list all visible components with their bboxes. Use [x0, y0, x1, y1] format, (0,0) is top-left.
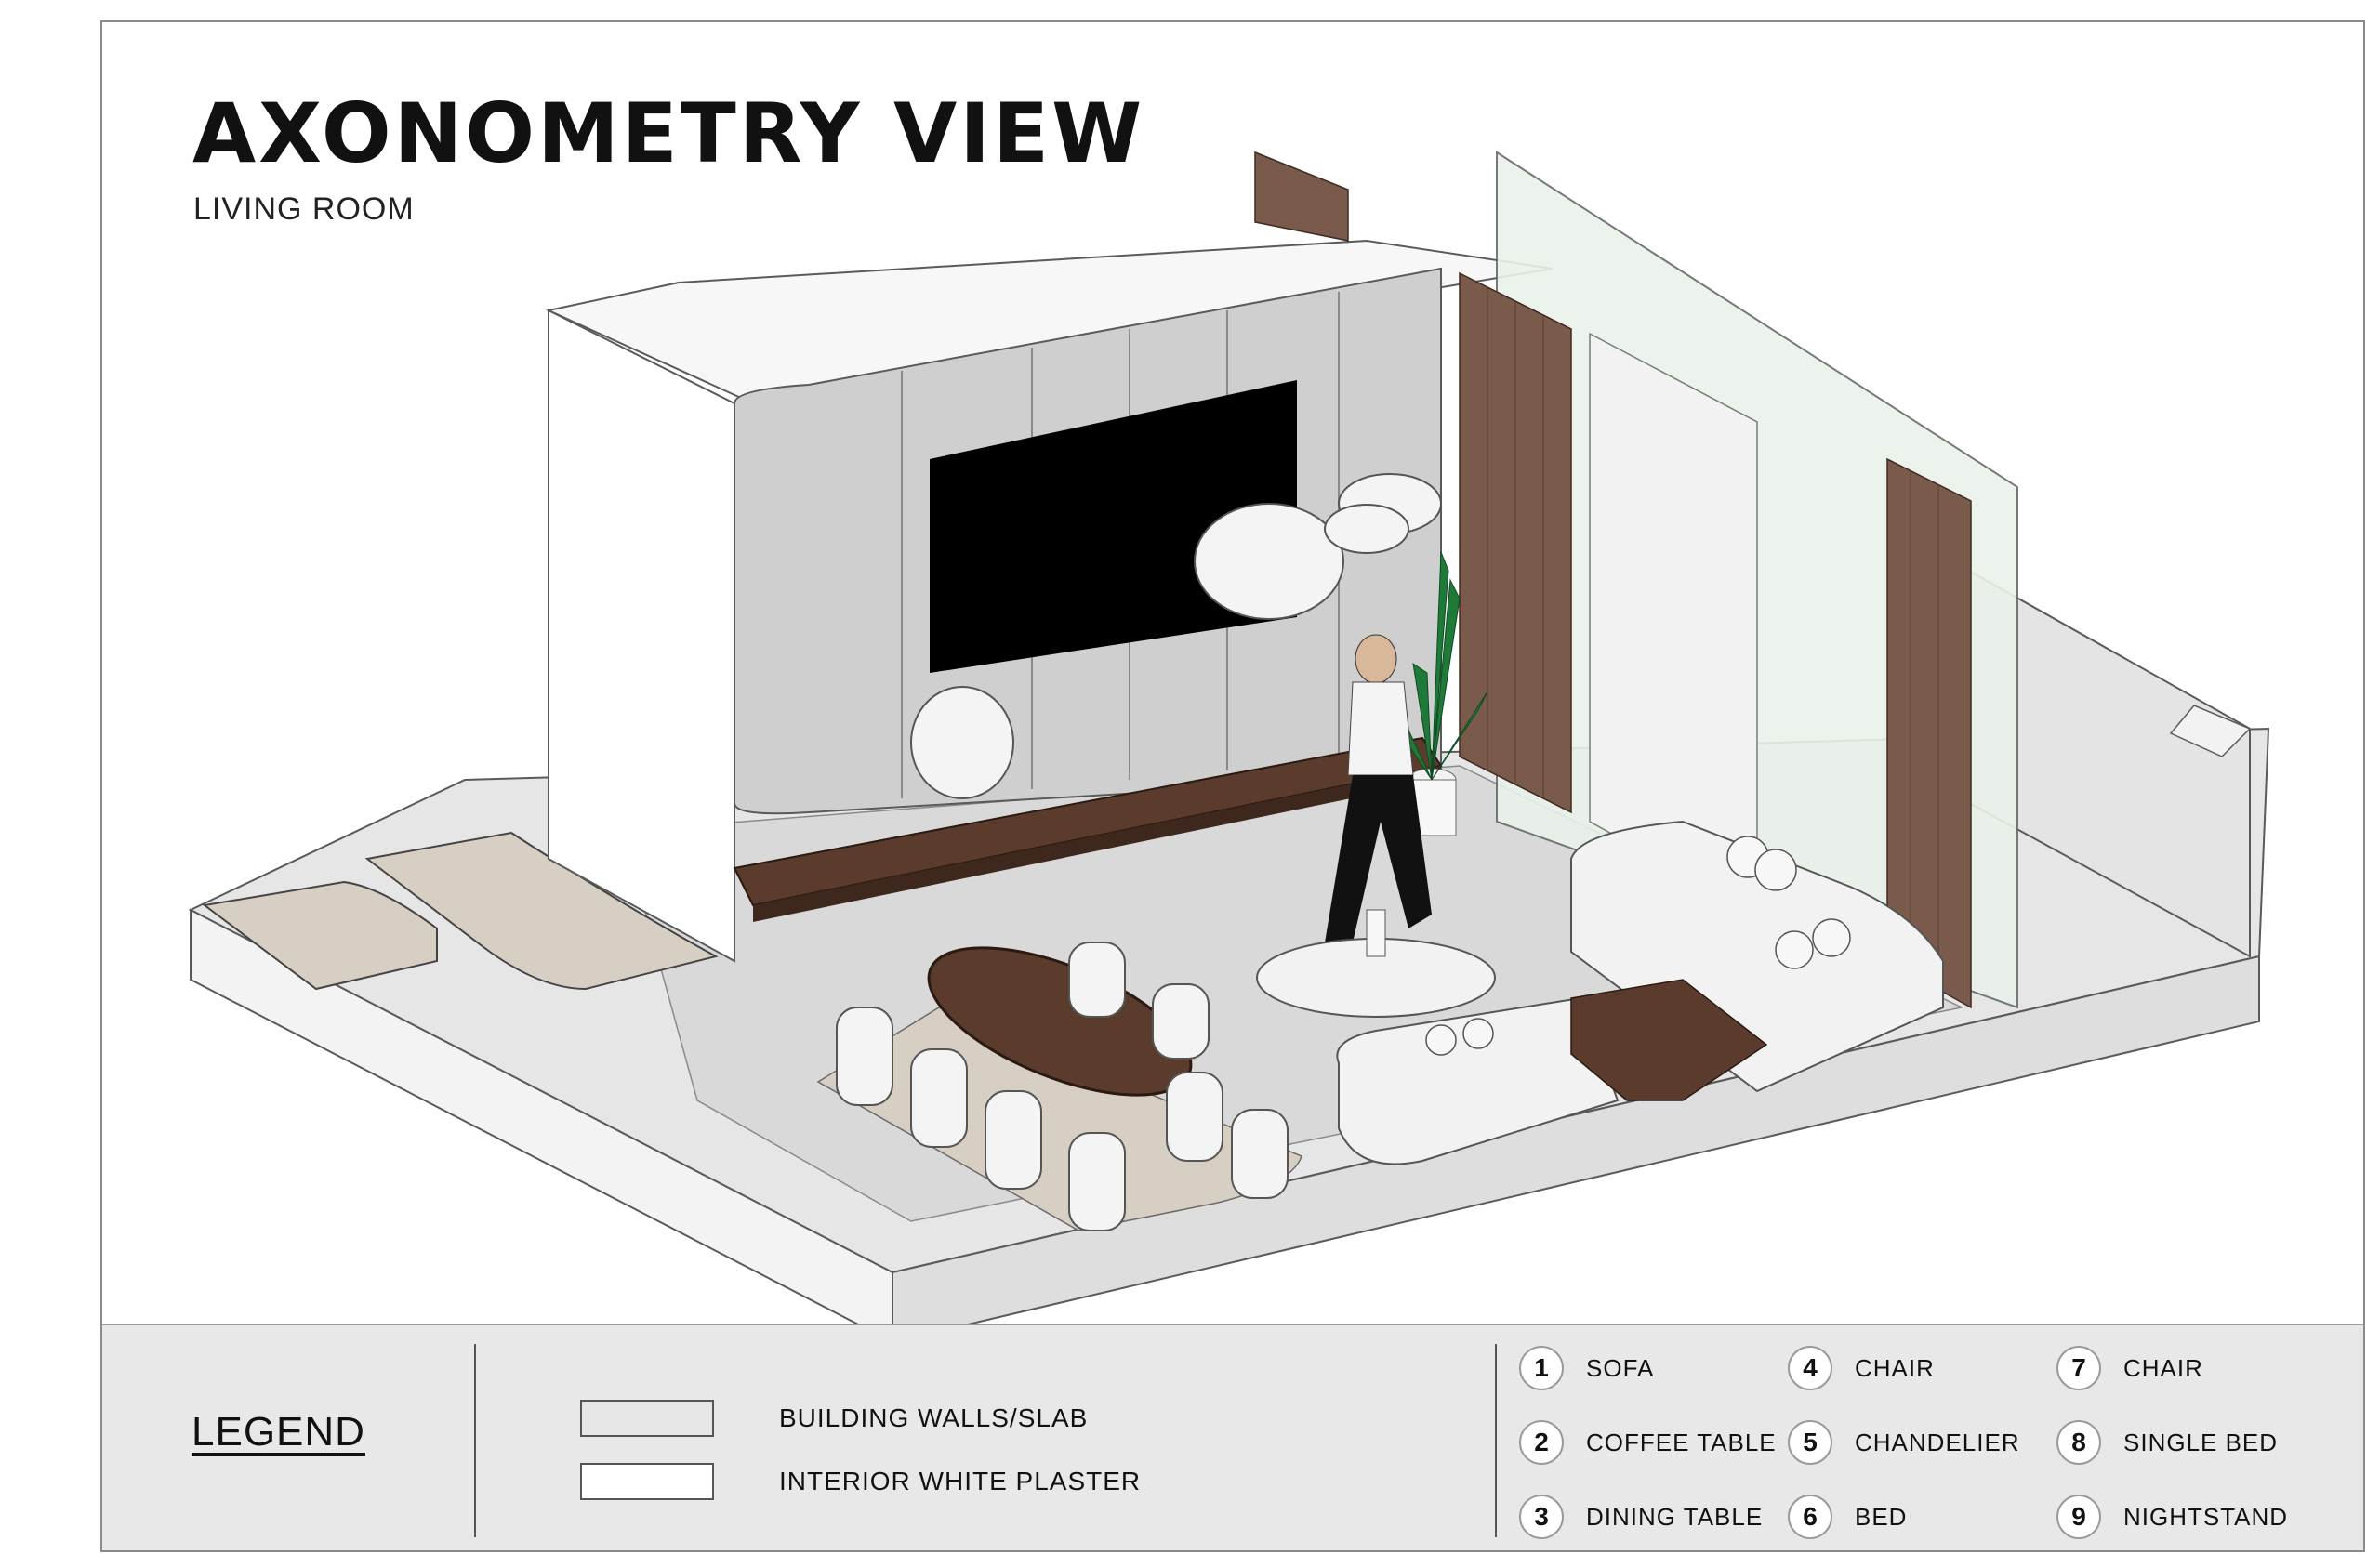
- legend-label-chandelier: CHANDELIER: [1855, 1428, 2020, 1456]
- legend-number-4: 4: [1788, 1346, 1832, 1390]
- legend-number-8: 8: [2056, 1420, 2101, 1465]
- legend-item-7: 7 CHAIR: [2056, 1344, 2203, 1392]
- pendant-medium-2: [1324, 504, 1409, 554]
- legend-number-9: 9: [2056, 1495, 2101, 1539]
- back-wall-side: [548, 309, 735, 963]
- page-subtitle: LIVING ROOM: [193, 191, 415, 227]
- dining-chairs: [836, 942, 1289, 1231]
- legend-item-6: 6 BED: [1788, 1493, 1907, 1541]
- legend-title: LEGEND: [192, 1409, 365, 1455]
- legend-divider-right: [1495, 1344, 1497, 1537]
- legend-label-chair-2: CHAIR: [2123, 1353, 2203, 1382]
- legend-panel: LEGEND BUILDING WALLS/SLAB INTERIOR WHIT…: [102, 1324, 2363, 1550]
- sofa-front: [1336, 996, 1620, 1166]
- sofa-cushions: [1425, 836, 1851, 1056]
- top-curtain: [1254, 151, 1349, 242]
- legend-item-8: 8 SINGLE BED: [2056, 1418, 2278, 1467]
- curtain-folds: [1487, 287, 1939, 989]
- television: [930, 380, 1297, 673]
- swatch-building-walls: [580, 1400, 714, 1437]
- legend-label-sofa: SOFA: [1586, 1353, 1655, 1382]
- person-figure: [1325, 634, 1432, 942]
- legend-label-dining-table: DINING TABLE: [1586, 1502, 1764, 1531]
- legend-divider-left: [474, 1344, 476, 1537]
- plant-leaves: [1384, 551, 1488, 781]
- wood-bench-front: [753, 766, 1441, 922]
- pendant-large: [1194, 503, 1344, 620]
- drawing-sheet: AXONOMETRY VIEW LIVING ROOM LEGEND BUILD…: [100, 20, 2365, 1552]
- legend-label-chair: CHAIR: [1855, 1353, 1935, 1382]
- legend-item-1: 1 SOFA: [1519, 1344, 1654, 1392]
- legend-label-single-bed: SINGLE BED: [2123, 1428, 2279, 1456]
- sofa-side-table: [1570, 979, 1768, 1101]
- legend-item-5: 5 CHANDELIER: [1788, 1418, 2020, 1467]
- legend-number-2: 2: [1519, 1420, 1564, 1465]
- legend-number-5: 5: [1788, 1420, 1832, 1465]
- legend-item-2: 2 COFFEE TABLE: [1519, 1418, 1777, 1467]
- legend-number-6: 6: [1788, 1495, 1832, 1539]
- axonometric-drawing: [188, 151, 2270, 1324]
- legend-item-4: 4 CHAIR: [1788, 1344, 1935, 1392]
- page-title: AXONOMETRY VIEW: [192, 86, 1145, 181]
- swatch-building-walls-label: BUILDING WALLS/SLAB: [779, 1403, 1089, 1432]
- legend-label-nightstand: NIGHTSTAND: [2123, 1502, 2289, 1531]
- swatch-white-plaster: [580, 1463, 714, 1500]
- sofa-back-right: [1570, 820, 1944, 1093]
- legend-label-bed: BED: [1855, 1502, 1908, 1531]
- legend-item-9: 9 NIGHTSTAND: [2056, 1493, 2288, 1541]
- right-side-wall-cap: [2169, 705, 2252, 757]
- coffee-table-vase: [1366, 909, 1386, 957]
- left-slab-panel-1: [202, 880, 438, 991]
- legend-number-1: 1: [1519, 1346, 1564, 1390]
- curtain-right: [1886, 457, 1972, 1009]
- legend-number-7: 7: [2056, 1346, 2101, 1390]
- swatch-white-plaster-label: INTERIOR WHITE PLASTER: [779, 1467, 1142, 1495]
- legend-label-coffee-table: COFFEE TABLE: [1586, 1428, 1777, 1456]
- legend-number-3: 3: [1519, 1495, 1564, 1539]
- legend-item-3: 3 DINING TABLE: [1519, 1493, 1763, 1541]
- floor-slab-front-left: [190, 908, 893, 1324]
- back-wall-top: [545, 239, 1554, 405]
- pendant-left: [910, 686, 1014, 799]
